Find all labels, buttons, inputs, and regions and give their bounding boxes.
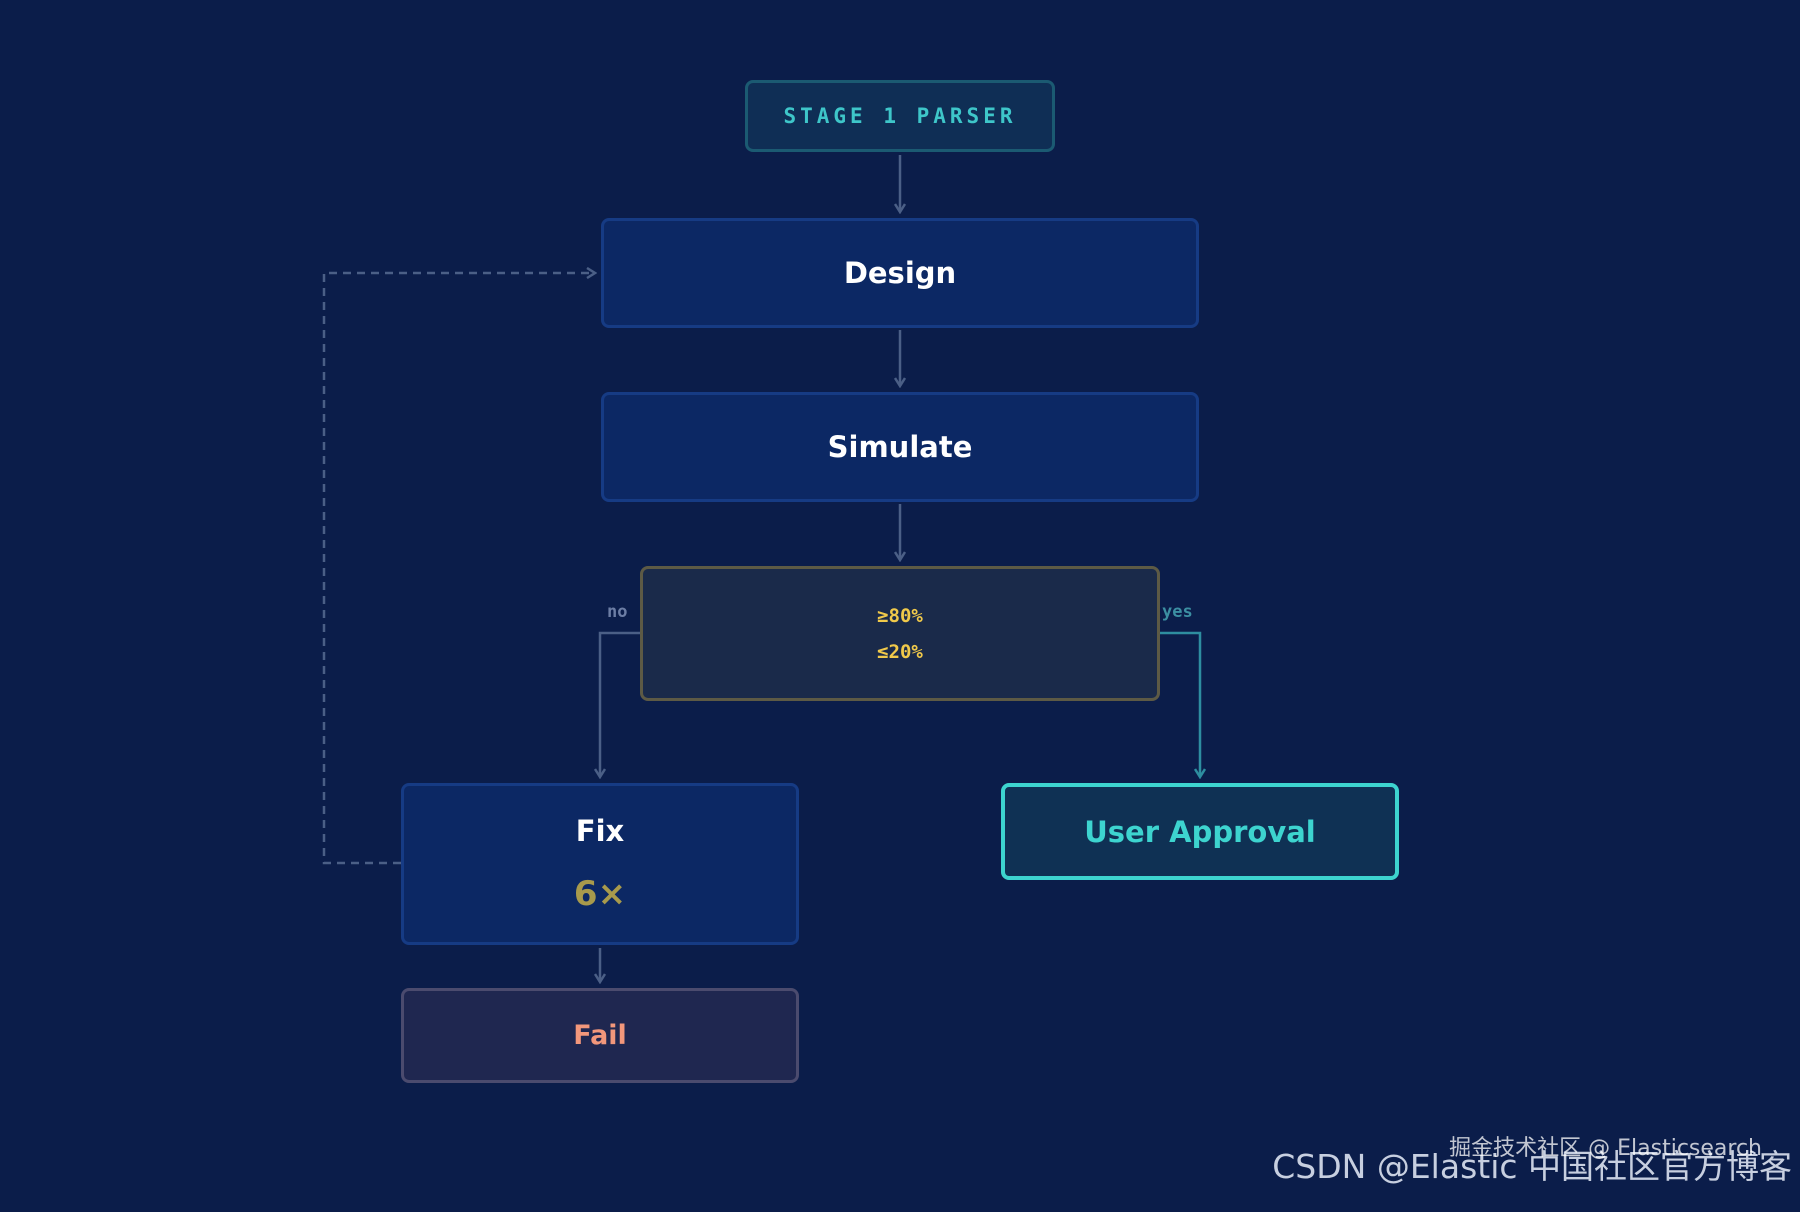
branch-yes-label: yes [1162, 602, 1193, 622]
arrow-decision-no-to-fix [600, 631, 640, 777]
design-node: Design [601, 218, 1199, 328]
user-approval-node: User Approval [1001, 783, 1399, 880]
watermark-juejin-text: 掘金技术社区 @ Elasticsearch [1449, 1136, 1762, 1161]
fix-label: Fix [575, 814, 625, 848]
fail-label: Fail [573, 1020, 627, 1051]
loop-fix-to-design [322, 273, 595, 865]
decision-condition-failure: ≤20% [877, 640, 923, 663]
decision-node: ≥80% ≤20% [640, 566, 1160, 701]
watermark: CSDN @Elastic 中国社区官方博客 掘金技术社区 @ Elastics… [1232, 1136, 1792, 1200]
simulate-node: Simulate [601, 392, 1199, 502]
branch-no-label: no [607, 602, 628, 622]
stage-1-parser-node: STAGE 1 PARSER [745, 80, 1055, 152]
fix-retry-count: 6× [573, 874, 627, 914]
fix-node: Fix 6× [401, 783, 799, 945]
decision-condition-success: ≥80% [877, 604, 923, 627]
user-approval-label: User Approval [1084, 814, 1316, 849]
stage-1-parser-label: STAGE 1 PARSER [783, 104, 1017, 128]
simulate-label: Simulate [827, 430, 973, 464]
watermark-csdn-text: CSDN @Elastic 中国社区官方博客 [1272, 1147, 1792, 1186]
arrow-decision-yes-to-approval [1160, 631, 1200, 777]
fail-node: Fail [401, 988, 799, 1083]
design-label: Design [843, 256, 957, 290]
